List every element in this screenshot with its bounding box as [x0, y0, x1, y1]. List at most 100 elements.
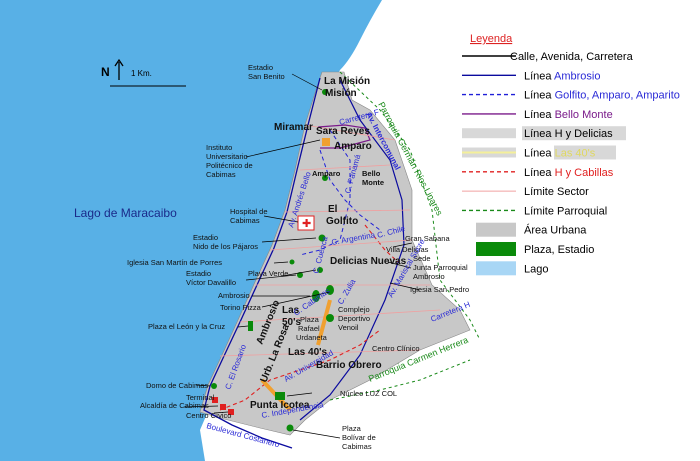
poi-junta-3: Ambrosio — [413, 272, 445, 281]
terminal-marker — [212, 397, 218, 403]
poi-complejo-3: Venoil — [338, 323, 359, 332]
poi-junta: Sede — [413, 254, 431, 263]
poi-instituto-3: Politécnico de — [206, 161, 253, 170]
hospital-cross-icon: ✚ — [302, 218, 311, 230]
parroquia-boundary — [339, 71, 481, 341]
poi-plaza-bolivar: Plaza — [342, 424, 362, 433]
poi-hospital: Hospital de — [230, 207, 268, 216]
sector-bello-monte: Bello — [362, 169, 381, 178]
iglesia-san-martin-marker — [289, 259, 295, 265]
hospital-marker — [297, 215, 315, 231]
sector-barrio-obrero: Barrio Obrero — [316, 360, 382, 371]
plaza-bolivar-marker — [286, 424, 294, 432]
poi-hospital-2: Cabimas — [230, 216, 260, 225]
poi-plaza-rafael-2: Rafael — [298, 324, 320, 333]
centro-civico-marker — [228, 409, 234, 415]
linea-bello-monte-line — [317, 124, 371, 149]
legend-label: Límite Sector — [524, 186, 589, 198]
legend-symbol — [462, 147, 516, 158]
linea-h-cabillas-line-2 — [364, 224, 399, 263]
linea-amparo-line — [319, 149, 381, 231]
sector-delicias-nuevas: Delicias Nuevas — [330, 256, 407, 267]
legend-label: Línea H y Cabillas — [524, 167, 614, 179]
lake-label: Lago de Maracaibo — [74, 206, 177, 220]
sector-amparo-small: Amparo — [312, 169, 341, 178]
poi-nido: Estadio — [193, 233, 218, 242]
poi-iglesia-san-martin: Iglesia San Martín de Porres — [127, 258, 222, 267]
linea-h-cabillas-line — [219, 329, 381, 411]
sector-el-golfito-2: Golfito — [326, 216, 358, 227]
poi-plaza-rafael-3: Urdaneta — [296, 333, 328, 342]
sector-las-40s: Las 40's — [288, 347, 328, 358]
plaza-golfito-marker — [322, 175, 328, 181]
legend-label-highlight — [522, 126, 626, 141]
poi-iglesia-san-pedro: Iglesia San Pedro — [410, 285, 469, 294]
legend-label: Línea Las 40's — [524, 148, 596, 160]
legend-title: Leyenda — [470, 33, 513, 45]
urban-area — [199, 71, 471, 436]
nucleo-luz-marker — [275, 392, 285, 400]
poi-instituto: Instituto — [206, 143, 232, 152]
legend-label-highlight — [554, 145, 616, 160]
poi-davalillo: Estadio — [186, 269, 211, 278]
ambrosio-plaza-marker — [312, 290, 320, 302]
poi-centro-civico: Centro Cívico — [186, 411, 231, 420]
poi-centro-clinico: Centro Clínico — [372, 344, 420, 353]
complejo-venoil-marker — [326, 314, 334, 322]
sector-la-mision: La Misión — [324, 76, 370, 87]
scale-label: 1 Km. — [131, 69, 152, 78]
poi-plaza-bolivar-2: Bolívar de — [342, 433, 376, 442]
poi-instituto-2: Universitario — [206, 152, 248, 161]
poi-torino: Torino Pizza — [220, 303, 262, 312]
poi-davalillo-2: Víctor Davalillo — [186, 278, 236, 287]
estadio-nido-marker — [318, 234, 326, 242]
instituto-marker — [322, 138, 330, 146]
parroquia-boundary-2 — [329, 359, 471, 401]
poi-instituto-4: Cabimas — [206, 170, 236, 179]
legend-symbol — [476, 222, 516, 237]
sector-la-mision-2: Misión — [325, 88, 357, 99]
sector-punta-icotea: Punta Icotea — [250, 400, 310, 411]
poi-nucleo-luz: Núcleo LUZ COL — [340, 389, 397, 398]
legend-symbol — [476, 261, 516, 276]
sector-sara-reyes: Sara Reyes — [316, 126, 370, 137]
leader-lines — [183, 73, 421, 439]
legend-label: Línea H y Delicias — [524, 128, 613, 140]
poi-plaza-leon: Plaza el León y la Cruz — [148, 322, 225, 331]
poi-domo: Domo de Cabimas — [146, 381, 208, 390]
plaza-leon-marker — [248, 321, 253, 331]
legend-label: Línea Golfito, Amparo, Amparito — [524, 90, 680, 102]
poi-estadio-san-benito-2: San Benito — [248, 72, 285, 81]
linea-golfito-line — [299, 129, 351, 256]
poi-nido-2: Nido de los Pájaros — [193, 242, 258, 251]
sector-las-50s: Las — [282, 305, 300, 316]
north-arrow-icon — [114, 58, 124, 80]
sector-miramar: Miramar — [274, 122, 313, 133]
domo-marker — [211, 383, 217, 389]
legend-label: Línea Bello Monte — [524, 109, 613, 121]
linea-las-40s-band — [316, 299, 332, 346]
legend-label: Área Urbana — [524, 224, 587, 237]
sector-amparo-big: Amparo — [334, 141, 372, 152]
sector-las-50s-2: 50's — [282, 317, 302, 328]
sector-bello-monte-2: Monte — [362, 178, 384, 187]
sector-el-golfito: El — [328, 204, 338, 215]
poi-terminal: Terminal — [186, 393, 215, 402]
legend-symbol — [462, 128, 516, 139]
poi-gran-sabana: Gran Sabana — [405, 234, 450, 243]
alcaldia-marker — [220, 404, 226, 410]
poi-plaza-bolivar-3: Cabimas — [342, 442, 372, 451]
sector-limit — [219, 124, 441, 357]
poi-villa-delicias: Villa Delicias — [386, 245, 429, 254]
poi-alcaldia: Alcaldía de Cabimas — [140, 401, 209, 410]
legend-label: Línea Ambrosio — [524, 70, 600, 82]
poi-playa-verde: Playa Verde — [248, 269, 288, 278]
estadio-davalillo-marker — [297, 272, 303, 278]
north-letter: N — [101, 65, 110, 79]
legend-label: Plaza, Estadio — [524, 244, 594, 256]
poi-ambrosio: Ambrosio — [218, 291, 250, 300]
poi-plaza-rafael: Plaza — [300, 315, 320, 324]
legend-label: Lago — [524, 263, 548, 275]
